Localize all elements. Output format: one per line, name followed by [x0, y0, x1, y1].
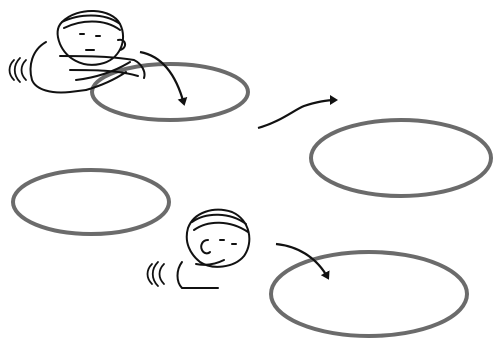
figure-bottom-ear	[201, 240, 210, 253]
figure-bottom-head	[187, 210, 250, 267]
figure-top-body	[31, 42, 86, 93]
pool-bottom-right	[271, 252, 467, 336]
pool-middle-left	[13, 170, 169, 234]
swimmer-head-icon	[178, 210, 250, 288]
pool-middle-right	[311, 120, 491, 196]
figure-top-hairband	[62, 16, 120, 25]
swimmer-leaning-icon	[31, 11, 145, 93]
arrow-between-pools	[258, 100, 336, 128]
arrow-into-top-pool	[140, 52, 184, 104]
motion-lines-bottom	[148, 262, 165, 286]
motion-lines-top	[10, 58, 27, 82]
